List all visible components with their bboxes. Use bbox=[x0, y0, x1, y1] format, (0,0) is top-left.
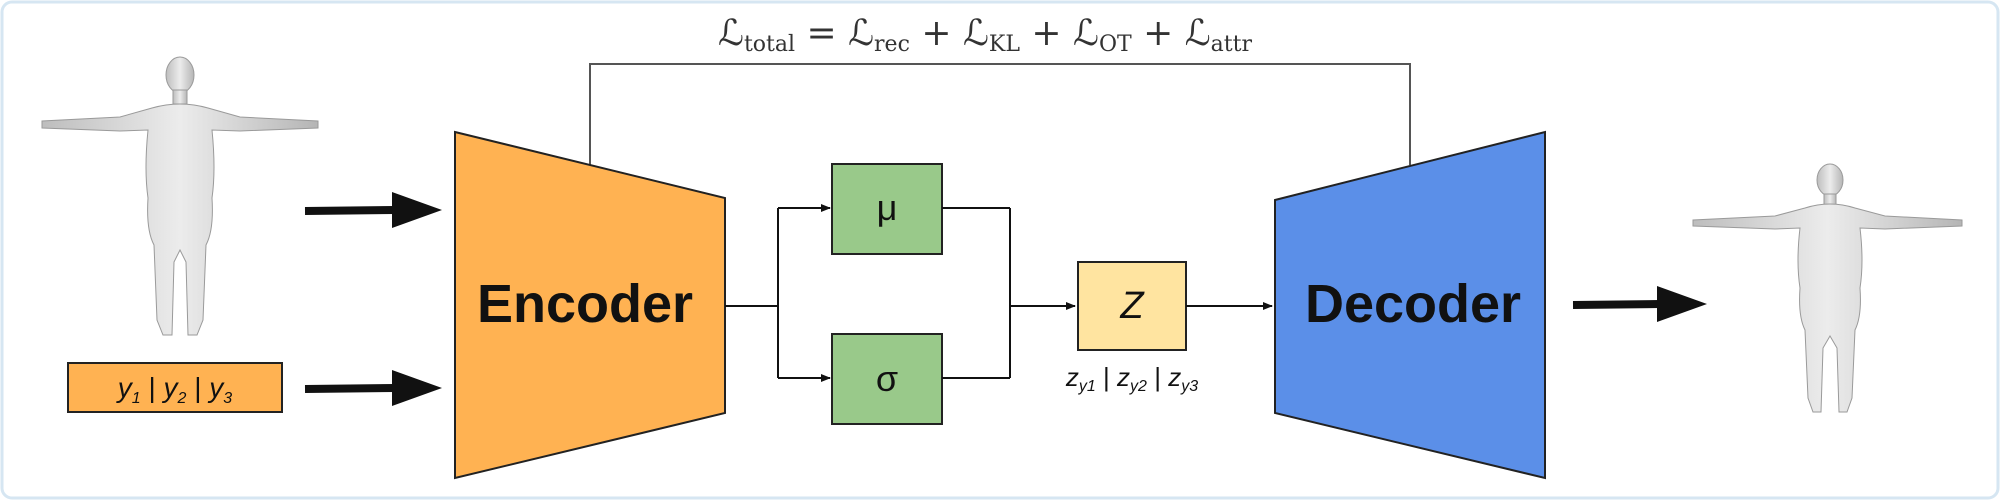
input-attr-arrow bbox=[304, 370, 442, 406]
decoder-block bbox=[1274, 130, 1546, 480]
mu-label: μ bbox=[877, 187, 898, 228]
output-arrow bbox=[1572, 286, 1707, 322]
attributes-label: y1 | y2 | y3 bbox=[116, 372, 233, 407]
loss-bracket bbox=[589, 63, 1411, 165]
input-body-mesh-icon bbox=[41, 56, 319, 336]
latent-box bbox=[1077, 261, 1187, 351]
encoder-split-connector bbox=[725, 204, 831, 382]
decoder-label: Decoder bbox=[1305, 274, 1521, 334]
sigma-label: σ bbox=[876, 358, 898, 399]
loss-formula: ℒtotal = ℒrec + ℒKL + ℒOT + ℒattr bbox=[718, 13, 1252, 57]
latent-label: Z bbox=[1119, 285, 1145, 327]
encoder-label: Encoder bbox=[477, 274, 693, 334]
attributes-box bbox=[67, 362, 283, 413]
input-mesh-arrow bbox=[304, 192, 442, 228]
latent-partition-label: zy1 | zy2 | zy3 bbox=[1065, 362, 1198, 395]
encoder-block bbox=[454, 130, 726, 480]
output-body-mesh-icon bbox=[1692, 163, 1963, 413]
merge-connector bbox=[942, 207, 1076, 379]
